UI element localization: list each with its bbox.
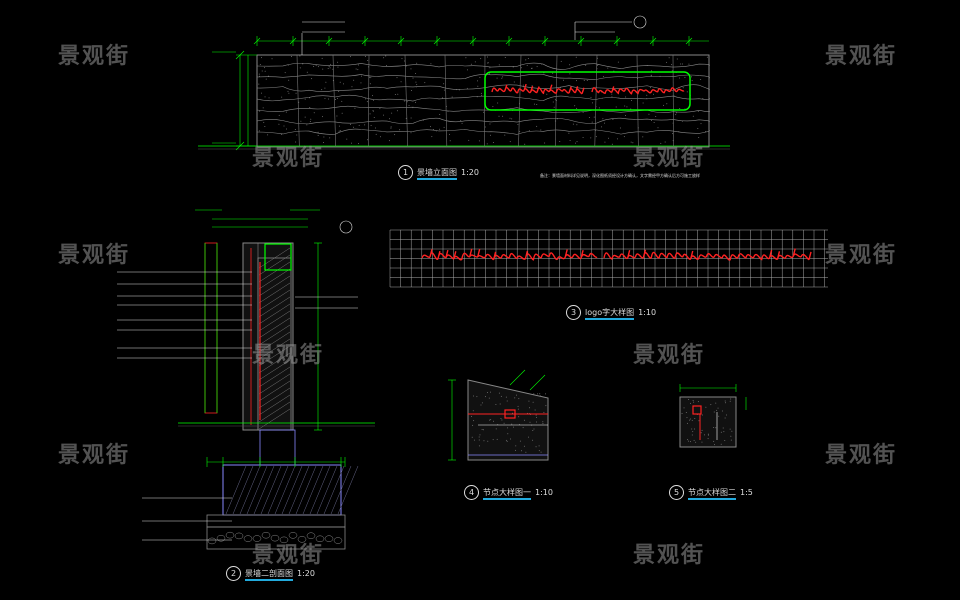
logo-grid — [389, 229, 828, 288]
watermark: 景观街 — [825, 44, 898, 69]
elevation-view — [198, 15, 730, 151]
view-title-2: 2 景墙二剖面图 1:20 — [226, 566, 315, 581]
watermark: 景观街 — [825, 243, 898, 268]
node-detail-2 — [679, 384, 747, 448]
view-title: 节点大样图一 — [483, 488, 531, 500]
wall-stipple — [258, 55, 708, 145]
logo-frame — [484, 71, 691, 111]
top-dimension-chain — [253, 36, 709, 46]
elevation-note: 备注：景墙面材料详见说明，深化图纸须经设计方确认，文字需经甲方确认后方可施工放样 — [540, 173, 700, 178]
wall-stone-texture — [256, 62, 710, 135]
view-title: logo字大样图 — [585, 308, 635, 320]
view-number: 1 — [398, 165, 413, 180]
footing-hatch — [225, 465, 359, 515]
view-title-4: 4 节点大样图一 1:10 — [464, 485, 553, 500]
view-title-5: 5 节点大样图二 1:5 — [669, 485, 753, 500]
section-core-hatch — [258, 247, 291, 430]
watermark: 景观街 — [58, 443, 131, 468]
view-title: 景墙二剖面图 — [245, 569, 293, 581]
watermark: 景观街 — [633, 543, 706, 568]
watermark: 景观街 — [58, 243, 131, 268]
view-scale: 1:20 — [461, 168, 479, 177]
logo-script-lettering — [491, 83, 685, 95]
watermark: 景观街 — [633, 343, 706, 368]
watermark: 景观街 — [58, 44, 131, 69]
watermark: 景观街 — [633, 146, 706, 171]
left-dimension — [212, 50, 257, 151]
watermark: 景观街 — [252, 543, 325, 568]
logo-detail-view — [389, 229, 828, 288]
section-leaders — [117, 271, 358, 541]
view-scale: 1:20 — [297, 569, 315, 578]
view-title-1: 1 景墙立面图 1:20 — [398, 165, 479, 180]
view-title: 景墙立面图 — [417, 168, 457, 180]
watermark: 景观街 — [252, 343, 325, 368]
section-top-dims — [195, 209, 320, 228]
watermark: 景观街 — [825, 443, 898, 468]
logo-detail-lettering — [421, 248, 812, 261]
view-number: 2 — [226, 566, 241, 581]
view-scale: 1:5 — [740, 488, 753, 497]
view-scale: 1:10 — [535, 488, 553, 497]
section-view — [117, 209, 375, 550]
view-number: 5 — [669, 485, 684, 500]
elevation-leaders — [301, 15, 647, 55]
watermark: 景观街 — [252, 146, 325, 171]
node-detail-1 — [448, 369, 549, 461]
view-number: 3 — [566, 305, 581, 320]
view-title: 节点大样图二 — [688, 488, 736, 500]
section-bottom-dims — [206, 242, 346, 467]
gravel-layer — [207, 531, 343, 545]
view-scale: 1:10 — [638, 308, 657, 317]
view-number: 4 — [464, 485, 479, 500]
